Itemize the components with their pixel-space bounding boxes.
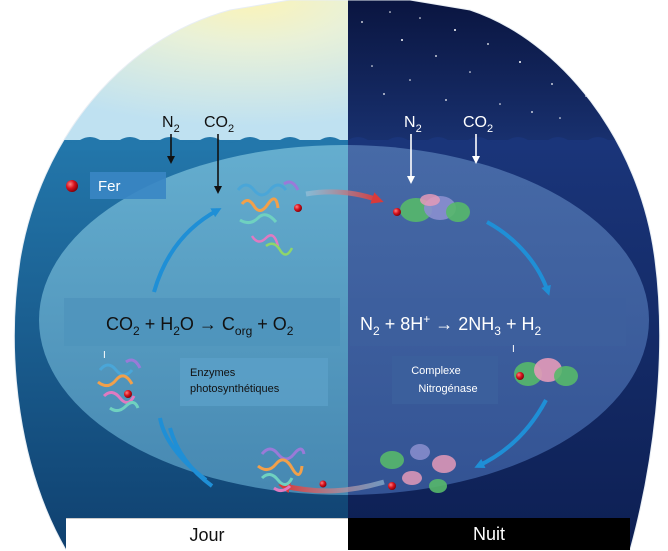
night-sky xyxy=(348,0,660,140)
iron-atom xyxy=(319,480,327,488)
photosynthetic-protein-top xyxy=(236,180,302,256)
day-co2-input: CO2 xyxy=(204,114,234,194)
day-co2-label: CO2 xyxy=(204,114,234,135)
night-wave-line xyxy=(348,137,660,150)
day-n2-input: N2 xyxy=(162,114,180,164)
dome-outline xyxy=(13,0,661,550)
day-equation-bar xyxy=(64,298,340,346)
red-sphere-icon xyxy=(66,180,78,192)
iron-atom xyxy=(124,390,132,398)
day-label: Jour xyxy=(66,518,348,551)
day-sky xyxy=(14,0,348,140)
nitrogenase-complex-right: I xyxy=(512,344,578,386)
nitrogenase-dissociated xyxy=(380,444,456,493)
transfer-arrow-day-to-night xyxy=(305,189,384,204)
marker-i: I xyxy=(103,350,106,361)
nitrogenase-label-line1: Complexe xyxy=(411,365,461,377)
enzymes-label-line1: Enzymes xyxy=(190,367,236,379)
night-ellipse xyxy=(348,145,649,495)
enzymes-label-box xyxy=(180,358,328,406)
day-equation: CO2 + H2O → Corg + O2 xyxy=(106,314,294,338)
photosynthetic-protein-bottom xyxy=(257,447,327,493)
night-n2-label: N2 xyxy=(404,114,422,135)
iron-label-box xyxy=(90,172,166,199)
iron-atom xyxy=(393,208,401,216)
day-ellipse xyxy=(39,145,348,495)
cycle-arrow-night-down xyxy=(486,220,551,296)
iron-label: Fer xyxy=(98,178,121,195)
cycle-arrow-night-bottom xyxy=(474,399,548,468)
cycle-arrow-day-left xyxy=(168,427,214,488)
iron-legend: Fer xyxy=(66,172,166,199)
day-n2-label: N2 xyxy=(162,114,180,135)
enzymes-label-line2: photosynthétiques xyxy=(190,383,280,395)
iron-atom xyxy=(516,372,524,380)
night-co2-input: CO2 xyxy=(463,114,493,164)
photosynthetic-protein-left: I xyxy=(97,350,142,413)
day-wave-line xyxy=(14,137,349,150)
nitrogenase-label-box xyxy=(392,356,498,404)
night-equation-bar xyxy=(350,298,626,346)
night-n2-input: N2 xyxy=(404,114,422,184)
nitrogenase-complex-top xyxy=(393,194,470,222)
night-co2-label: CO2 xyxy=(463,114,493,135)
nitrogenase-label-line2: Nitrogénase xyxy=(418,383,477,395)
transfer-arrow-night-to-day xyxy=(278,479,385,494)
cycle-arrow-day-up xyxy=(152,208,222,293)
marker-i: I xyxy=(512,344,515,355)
iron-atom xyxy=(294,204,302,212)
iron-atom xyxy=(388,482,396,490)
night-label: Nuit xyxy=(348,518,630,550)
night-equation: N2 + 8H+ → 2NH3 + H2 xyxy=(360,312,541,338)
